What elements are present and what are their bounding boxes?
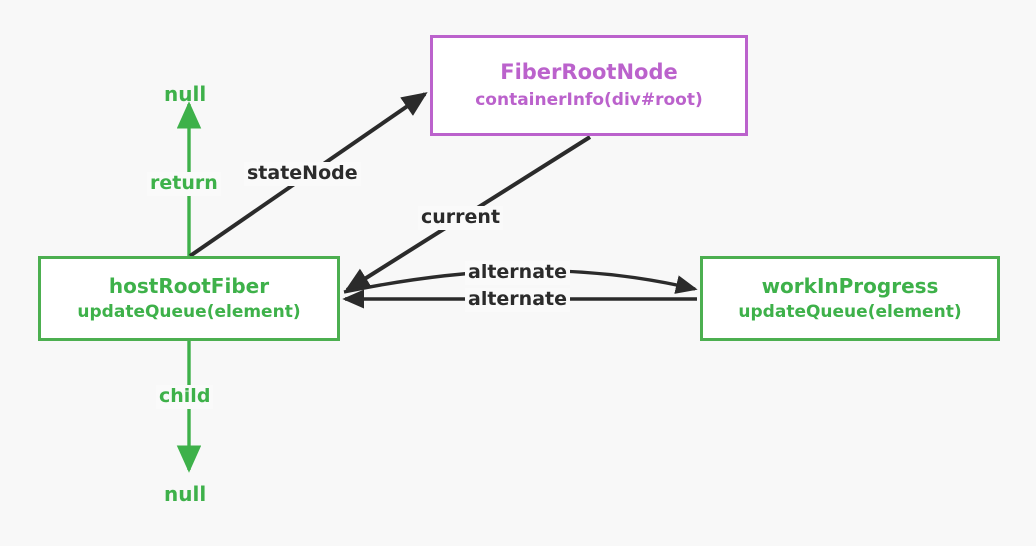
node-fiber-root-node-subtitle: containerInfo(div#root) [475, 90, 703, 111]
node-work-in-progress-title: workInProgress [761, 273, 939, 298]
terminal-null-bottom: null [164, 482, 207, 506]
node-fiber-root-node-title: FiberRootNode [500, 60, 678, 85]
edge-label-child: child [156, 385, 214, 409]
node-work-in-progress[interactable]: workInProgress updateQueue(element) [700, 256, 1000, 341]
edge-label-current: current [418, 206, 504, 230]
node-host-root-fiber-subtitle: updateQueue(element) [77, 301, 301, 322]
node-work-in-progress-subtitle: updateQueue(element) [738, 301, 962, 322]
node-host-root-fiber[interactable]: hostRootFiber updateQueue(element) [38, 256, 340, 341]
edge-label-alternate-top: alternate [465, 261, 570, 285]
node-host-root-fiber-title: hostRootFiber [108, 273, 270, 298]
terminal-null-top: null [164, 82, 207, 106]
node-fiber-root-node[interactable]: FiberRootNode containerInfo(div#root) [430, 35, 748, 136]
edge-label-alternate-bottom: alternate [465, 288, 570, 312]
edge-label-state-node: stateNode [244, 162, 361, 186]
edge-label-return: return [147, 172, 221, 196]
